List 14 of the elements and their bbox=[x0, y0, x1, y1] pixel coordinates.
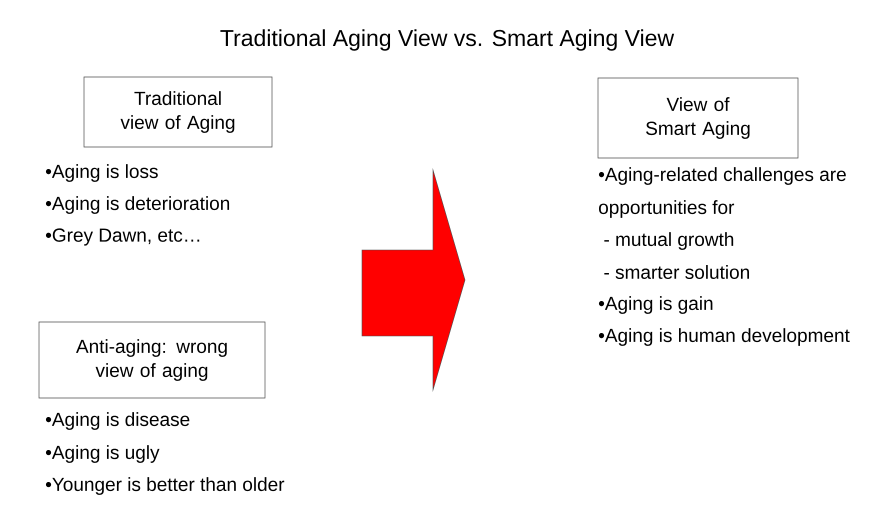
text-box: Anti-aging: wrong view of aging bbox=[38, 322, 266, 398]
title: Traditional Aging View vs. Smart Aging View bbox=[220, 29, 674, 51]
bullet-text: •Aging is gain bbox=[598, 296, 712, 314]
bullet-text: •Aging is ugly bbox=[46, 445, 160, 463]
bullet-text: •Aging is loss bbox=[46, 164, 158, 182]
text-box: Traditional view of Aging bbox=[84, 76, 272, 148]
bullet-text: opportunities for bbox=[599, 200, 734, 218]
bullet-text: •Younger is better than older bbox=[46, 477, 284, 495]
bullet-text: •Aging is deterioration bbox=[46, 196, 230, 214]
bullet-text: - mutual growth bbox=[604, 232, 734, 250]
text-box: View of Smart Aging bbox=[598, 78, 798, 158]
bullet-text: •Grey Dawn, etc… bbox=[46, 228, 200, 246]
bullet-text: •Aging is human development bbox=[598, 328, 850, 346]
bullet-text: - smarter solution bbox=[604, 265, 749, 279]
